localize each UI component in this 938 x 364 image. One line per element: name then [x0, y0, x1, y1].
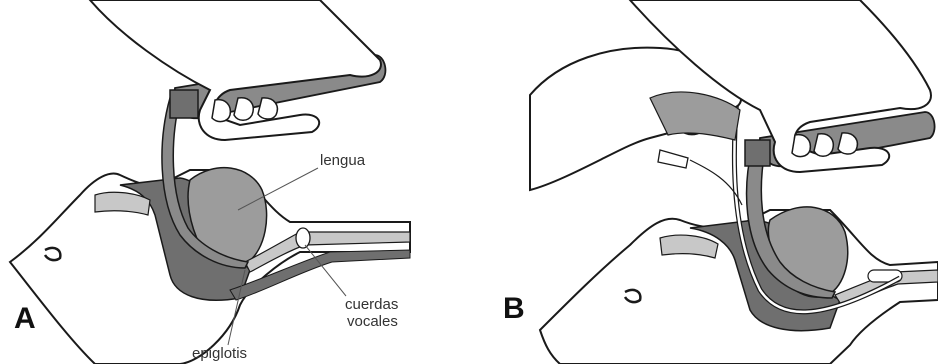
panel-b-finger-2 — [814, 134, 833, 157]
panel-b-finger-1 — [792, 135, 810, 157]
panel-b-handle-connector — [745, 140, 770, 166]
panel-b-finger-3 — [838, 133, 857, 154]
panel-b-letter: B — [503, 292, 525, 326]
panel-b-pilot-balloon — [658, 150, 688, 168]
